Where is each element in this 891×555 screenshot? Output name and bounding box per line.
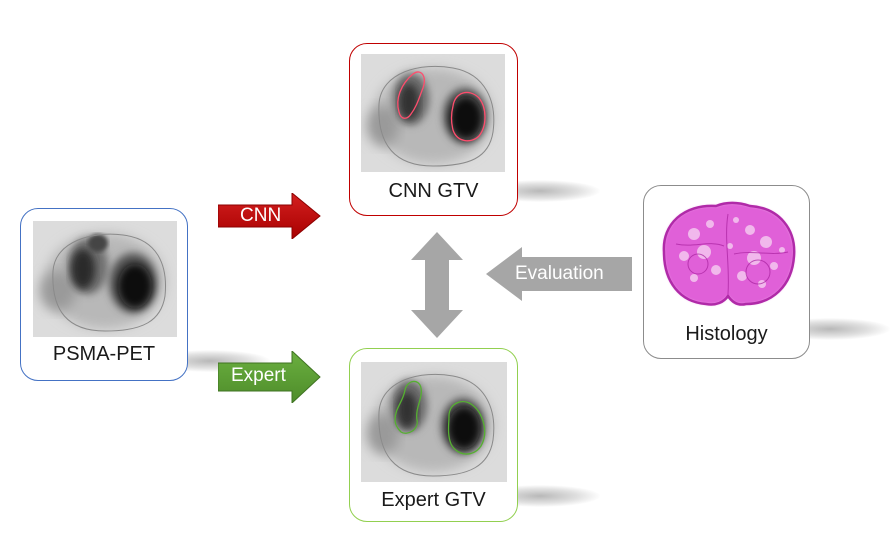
psma-pet-image (33, 221, 177, 337)
psma-pet-label: PSMA-PET (52, 343, 156, 365)
cnn-contour-right (450, 91, 486, 142)
cnn-gtv-box: CNN GTV (349, 43, 518, 216)
expert-contour-right (447, 401, 486, 455)
expert-arrow: Expert (218, 351, 322, 403)
histology-image (654, 194, 802, 312)
histology-label: Histology (685, 323, 768, 345)
expert-gtv-label: Expert GTV (381, 489, 486, 511)
evaluation-arrow: Evaluation (486, 247, 634, 301)
cnn-gtv-label: CNN GTV (388, 180, 479, 202)
cnn-arrow: CNN (218, 193, 322, 239)
cnn-gtv-image (361, 54, 505, 172)
psma-pet-box: PSMA-PET (20, 208, 188, 381)
expert-gtv-box: Expert GTV (349, 348, 518, 522)
expert-arrow-label: Expert (231, 365, 286, 386)
histology-box: Histology (643, 185, 810, 359)
comparison-double-arrow (411, 232, 463, 338)
cnn-arrow-label: CNN (240, 205, 282, 226)
cnn-contour-left (397, 71, 425, 119)
evaluation-arrow-label: Evaluation (515, 263, 604, 284)
expert-gtv-image (361, 362, 507, 482)
expert-contour-left (394, 380, 422, 434)
